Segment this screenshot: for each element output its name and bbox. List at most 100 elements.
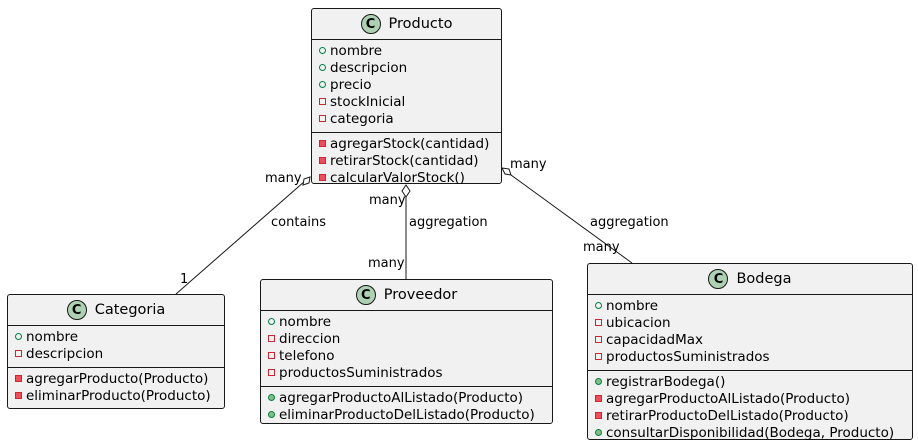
public-visibility-icon (14, 329, 26, 346)
class-header: C Bodega (588, 264, 912, 295)
methods-section: agregarProductoAlListado(Producto)elimin… (261, 386, 552, 428)
attribute-item: descripcion (312, 60, 501, 77)
public-visibility-icon (267, 407, 279, 424)
private-visibility-icon (14, 371, 26, 388)
public-visibility-icon (267, 390, 279, 407)
private-visibility-icon (594, 332, 606, 349)
attribute-item: telefono (261, 348, 552, 365)
methods-section: agregarStock(cantidad)retirarStock(canti… (312, 132, 501, 191)
attribute-item: direccion (261, 331, 552, 348)
attribute-text: productosSuministrados (606, 349, 770, 365)
class-name: Bodega (736, 271, 792, 287)
attribute-item: ubicacion (588, 315, 912, 332)
attribute-item: categoria (312, 111, 501, 128)
attribute-text: nombre (279, 314, 332, 330)
method-item: agregarStock(cantidad) (312, 136, 501, 153)
attribute-text: descripcion (330, 60, 408, 76)
method-text: retirarStock(cantidad) (330, 153, 479, 169)
method-text: eliminarProducto(Producto) (26, 388, 211, 404)
class-name: Proveedor (383, 287, 458, 303)
attribute-text: categoria (330, 111, 394, 127)
attribute-item: productosSuministrados (588, 349, 912, 366)
mult-proveedor: many (368, 256, 405, 271)
private-visibility-icon (594, 408, 606, 425)
private-visibility-icon (318, 170, 330, 187)
public-visibility-icon (318, 60, 330, 77)
class-name: Categoria (94, 302, 166, 318)
public-visibility-icon (318, 77, 330, 94)
attribute-item: productosSuministrados (261, 365, 552, 382)
private-visibility-icon (594, 315, 606, 332)
public-visibility-icon (594, 425, 606, 442)
method-item: registrarBodega() (588, 374, 912, 391)
mult-categoria: 1 (180, 272, 189, 287)
attribute-item: capacidadMax (588, 332, 912, 349)
methods-section: agregarProducto(Producto)eliminarProduct… (8, 367, 224, 409)
class-name: Producto (388, 16, 453, 32)
attribute-item: nombre (261, 314, 552, 331)
method-item: eliminarProducto(Producto) (8, 388, 224, 405)
method-text: agregarProducto(Producto) (26, 371, 209, 387)
private-visibility-icon (318, 136, 330, 153)
attribute-text: nombre (606, 298, 659, 314)
class-header: C Categoria (8, 295, 224, 326)
private-visibility-icon (318, 153, 330, 170)
class-c-icon: C (360, 14, 381, 34)
method-text: consultarDisponibilidad(Bodega, Producto… (606, 425, 895, 441)
attribute-item: descripcion (8, 346, 224, 363)
edge-producto-categoria (175, 180, 306, 295)
method-item: agregarProducto(Producto) (8, 371, 224, 388)
method-item: eliminarProductoDelListado(Producto) (261, 407, 552, 424)
class-c-icon: C (66, 300, 87, 320)
private-visibility-icon (267, 331, 279, 348)
class-c-icon: C (708, 269, 729, 289)
label-aggregation-proveedor: aggregation (409, 215, 488, 230)
method-text: calcularValorStock() (330, 170, 465, 186)
attribute-text: descripcion (26, 346, 104, 362)
public-visibility-icon (318, 43, 330, 60)
method-text: registrarBodega() (606, 374, 726, 390)
method-text: eliminarProductoDelListado(Producto) (279, 407, 535, 423)
class-c-icon: C (355, 285, 376, 305)
attribute-text: direccion (279, 331, 341, 347)
private-visibility-icon (14, 346, 26, 363)
public-visibility-icon (594, 374, 606, 391)
method-text: agregarStock(cantidad) (330, 136, 490, 152)
class-header: C Producto (312, 9, 501, 40)
attribute-item: nombre (312, 43, 501, 60)
attribute-text: nombre (330, 43, 383, 59)
method-item: calcularValorStock() (312, 170, 501, 187)
attribute-text: precio (330, 77, 372, 93)
attribute-item: precio (312, 77, 501, 94)
private-visibility-icon (267, 365, 279, 382)
methods-section: registrarBodega()agregarProductoAlListad… (588, 370, 912, 446)
aggregation-diamond-categoria (302, 176, 311, 186)
attribute-text: nombre (26, 329, 79, 345)
attribute-text: capacidadMax (606, 332, 704, 348)
attribute-text: productosSuministrados (279, 365, 443, 381)
mult-producto-categoria: many (265, 171, 302, 186)
attribute-text: ubicacion (606, 315, 671, 331)
aggregation-diamond-bodega (501, 167, 512, 176)
private-visibility-icon (594, 349, 606, 366)
private-visibility-icon (267, 348, 279, 365)
attribute-item: nombre (588, 298, 912, 315)
private-visibility-icon (594, 391, 606, 408)
method-item: retirarStock(cantidad) (312, 153, 501, 170)
method-text: agregarProductoAlListado(Producto) (279, 390, 524, 406)
attribute-text: stockInicial (330, 94, 406, 110)
label-aggregation-bodega: aggregation (590, 215, 669, 230)
private-visibility-icon (14, 388, 26, 405)
method-item: retirarProductoDelListado(Producto) (588, 408, 912, 425)
method-text: agregarProductoAlListado(Producto) (606, 391, 851, 407)
attribute-item: stockInicial (312, 94, 501, 111)
attribute-text: telefono (279, 348, 335, 364)
